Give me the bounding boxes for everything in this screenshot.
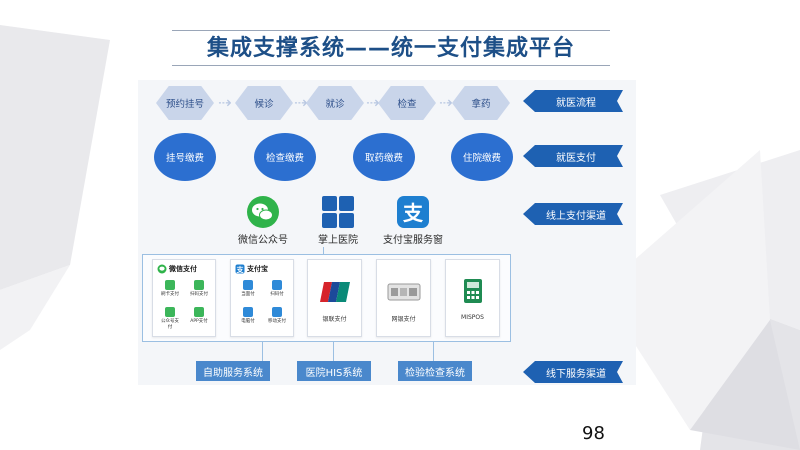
svg-text:支: 支: [403, 201, 424, 225]
payment-registration: 挂号缴费: [154, 133, 216, 181]
channel-label: 掌上医院: [318, 235, 358, 246]
connector-line: [433, 342, 434, 361]
flow-step-consult: 就诊: [306, 86, 364, 120]
pay-method-icon: [243, 307, 253, 317]
flow-arrow-icon: ⇢: [439, 93, 453, 112]
title-rule-bottom: [172, 65, 610, 66]
flow-arrow-icon: ⇢: [218, 93, 232, 112]
payment-exam: 检查缴费: [254, 133, 316, 181]
alipay-icon: 支: [397, 196, 429, 228]
unionpay-label: 银联支付: [322, 316, 347, 323]
pos-terminal-icon: [464, 279, 482, 303]
wechat-icon: [247, 196, 279, 228]
netbank-card: 网银支付: [376, 259, 431, 337]
channel-hospital-app: 掌上医院: [293, 195, 383, 247]
netbank-label: 网银支付: [391, 316, 416, 323]
connector-line: [323, 247, 324, 254]
channel-label: 支付宝服务窗: [383, 235, 443, 246]
unionpay-logo-icon: [320, 282, 350, 302]
alipay-item: 扫码付: [267, 280, 287, 297]
payment-inpatient: 住院缴费: [451, 133, 513, 181]
lab-exam-system: 检验检查系统: [398, 361, 472, 381]
unionpay-card: 银联支付: [307, 259, 362, 337]
pay-method-icon: [194, 307, 204, 317]
flow-arrow-icon: ⇢: [294, 93, 308, 112]
hospital-his-system: 医院HIS系统: [297, 361, 371, 381]
wechat-item: 扫码支付: [189, 280, 209, 297]
mispos-card: MISPOS: [445, 259, 500, 337]
wechat-item: APP支付: [189, 307, 209, 324]
wechat-item: 刷卡支付: [160, 280, 180, 297]
wechat-pay-icon: [157, 264, 167, 274]
slide-title: 集成支撑系统——统一支付集成平台: [206, 36, 575, 61]
payment-medicine: 取药缴费: [353, 133, 415, 181]
alipay-item: 电脑付: [238, 307, 258, 324]
connector-line: [262, 342, 263, 361]
alipay-item: 移动支付: [267, 307, 287, 324]
pay-method-icon: [272, 307, 282, 317]
svg-text:支: 支: [236, 265, 245, 274]
pay-method-icon: [243, 280, 253, 290]
tag-medical-payment: 就医支付: [523, 145, 623, 167]
pay-method-icon: [165, 280, 175, 290]
page-number: 98: [582, 423, 605, 444]
flow-arrow-icon: ⇢: [366, 93, 380, 112]
mispos-label: MISPOS: [461, 314, 484, 321]
alipay-item: 当面付: [238, 280, 258, 297]
flow-step-exam: 检查: [378, 86, 436, 120]
channel-alipay: 支 支付宝服务窗: [368, 195, 458, 247]
alipay-small-icon: 支: [235, 264, 245, 274]
card-title: 微信支付: [157, 264, 197, 274]
pay-method-icon: [165, 307, 175, 317]
tag-medical-flow: 就医流程: [523, 90, 623, 112]
app-grid-icon: [322, 196, 354, 228]
tag-offline-channel: 线下服务渠道: [523, 361, 623, 383]
netbank-icon: [387, 283, 421, 301]
self-service-system: 自助服务系统: [196, 361, 270, 381]
title-rule-top: [172, 30, 610, 31]
pay-method-icon: [272, 280, 282, 290]
wechat-item: 公众号支付: [160, 307, 180, 330]
flow-step-appointment: 预约挂号: [156, 86, 214, 120]
connector-line: [333, 342, 334, 361]
tag-online-channel: 线上支付渠道: [523, 203, 623, 225]
channel-label: 微信公众号: [238, 235, 288, 246]
wechat-pay-card: 微信支付 刷卡支付 扫码支付 公众号支付 APP支付: [152, 259, 216, 337]
alipay-card: 支 支付宝 当面付 扫码付 电脑付 移动支付: [230, 259, 294, 337]
flow-step-waiting: 候诊: [235, 86, 293, 120]
channel-wechat: 微信公众号: [218, 195, 308, 247]
card-title: 支 支付宝: [235, 264, 268, 274]
flow-step-medicine: 拿药: [452, 86, 510, 120]
pay-method-icon: [194, 280, 204, 290]
